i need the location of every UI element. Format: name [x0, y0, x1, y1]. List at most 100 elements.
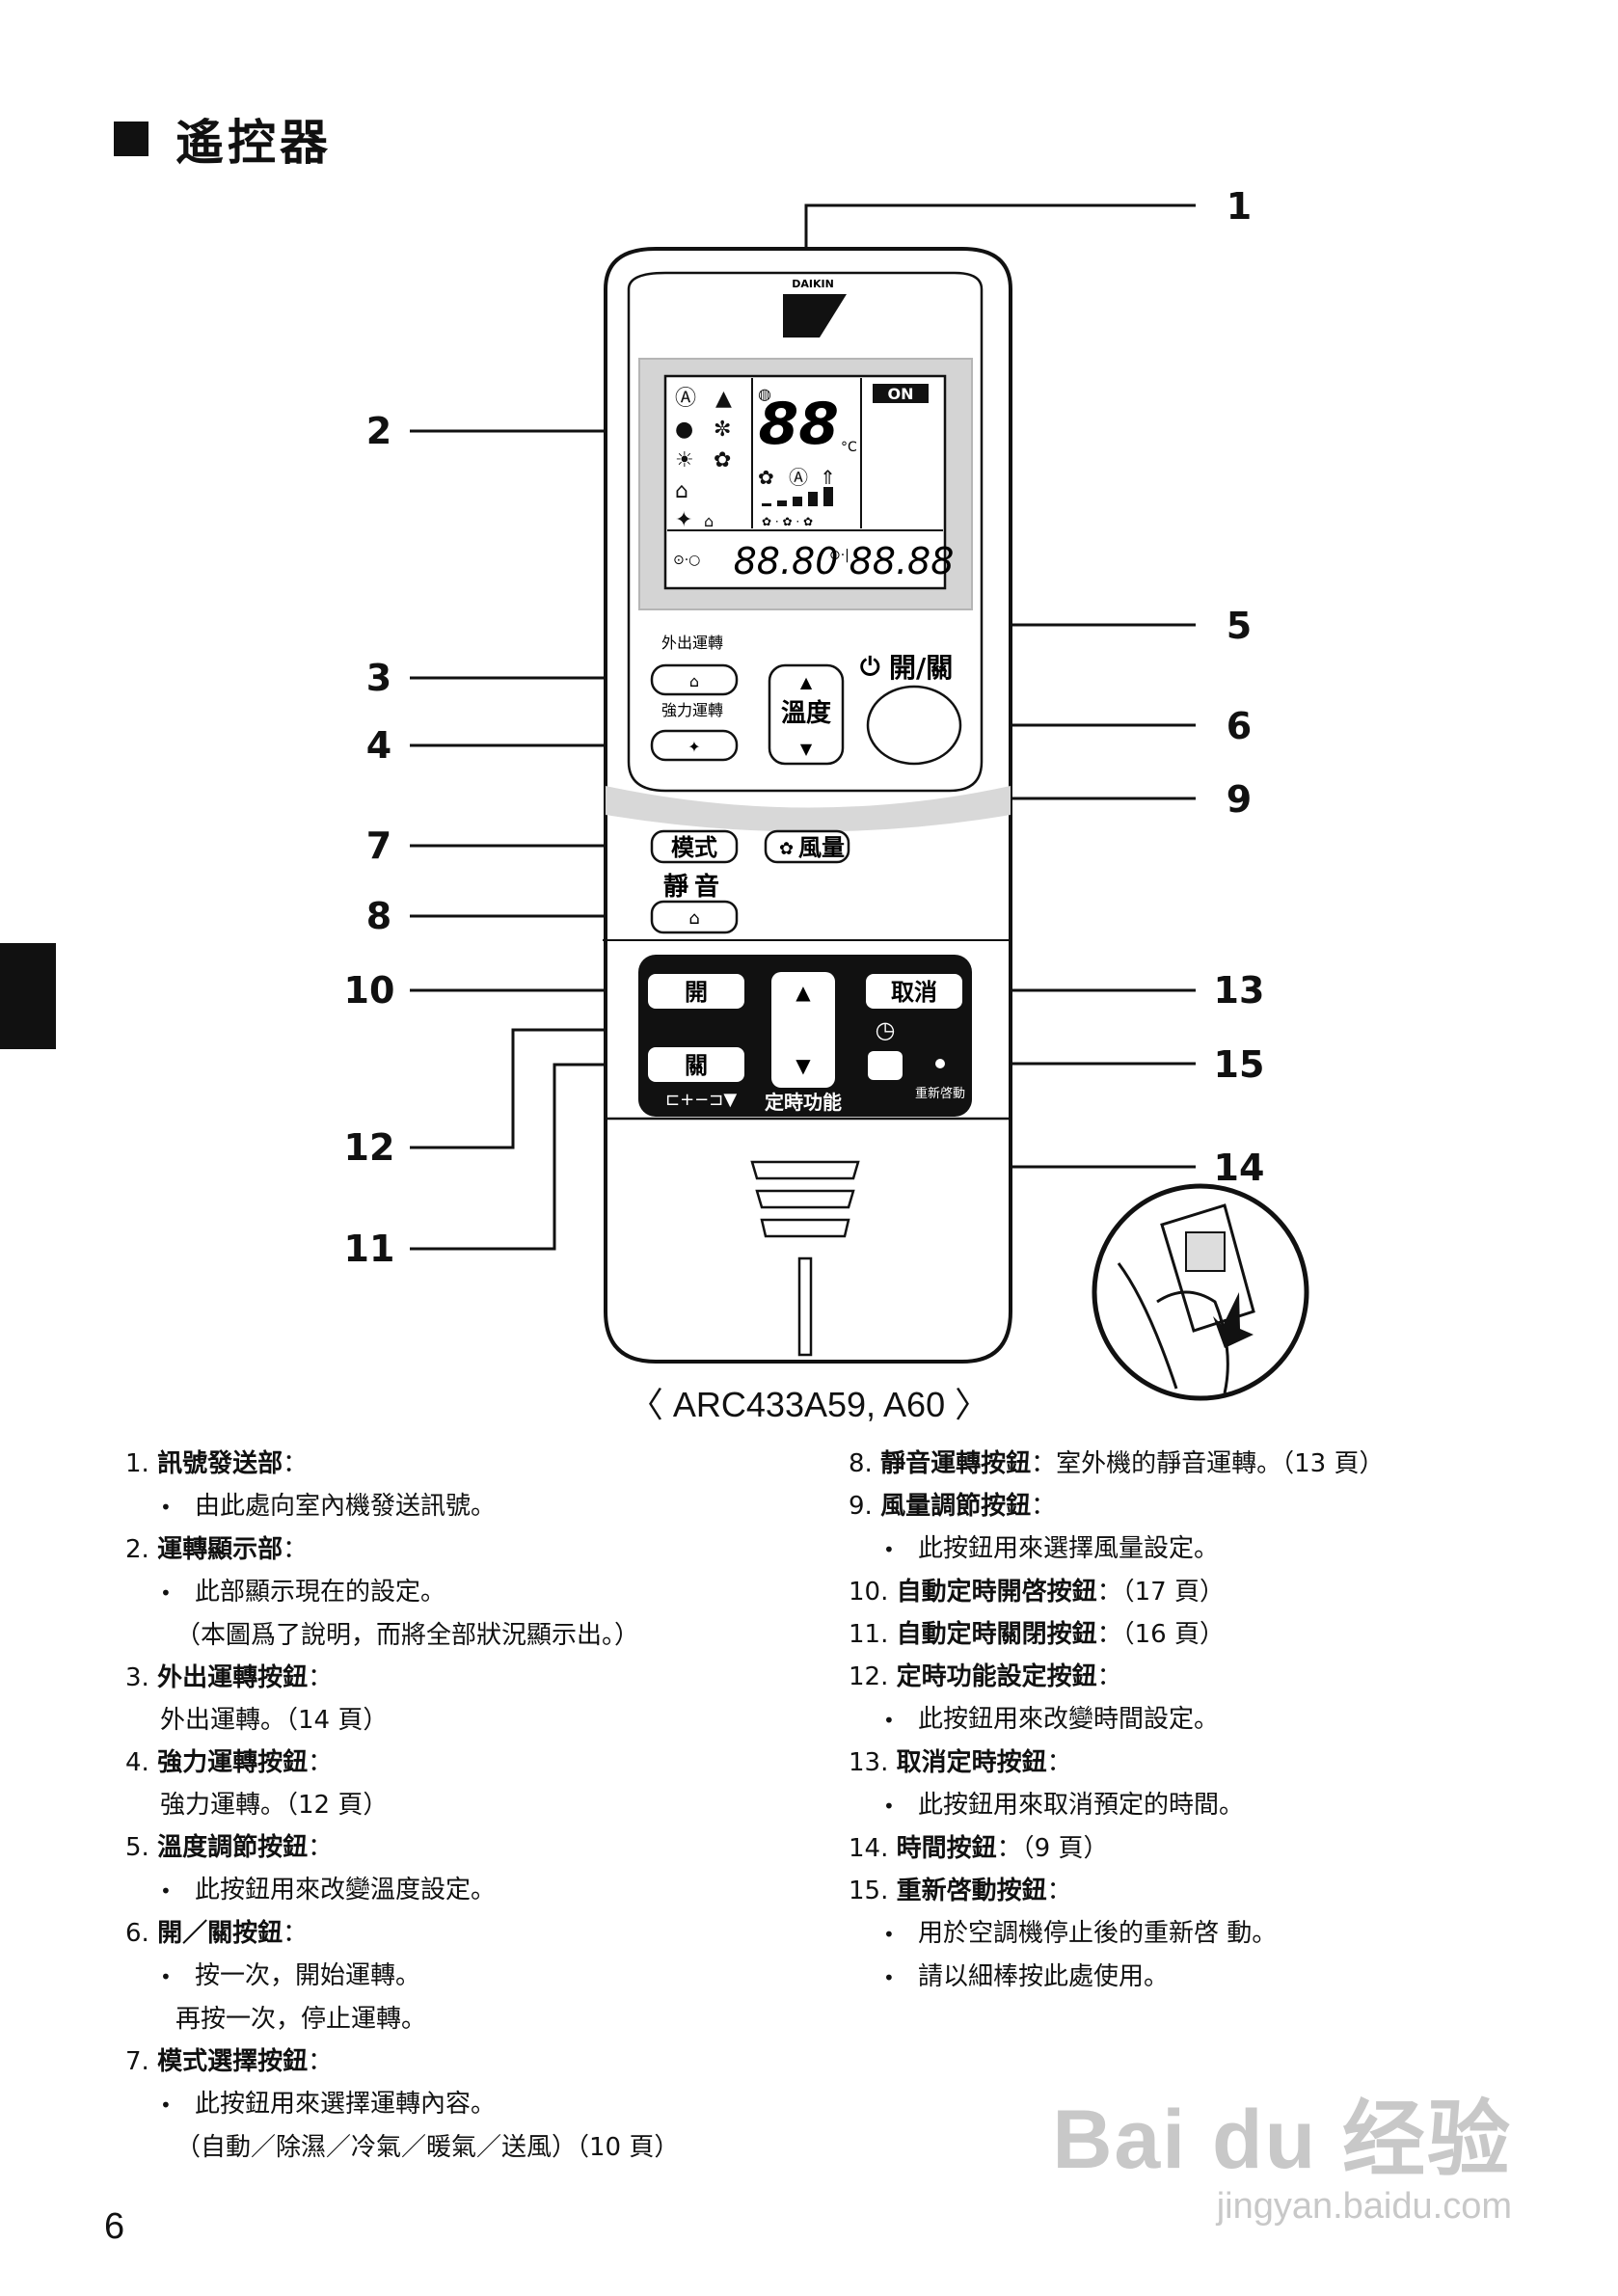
- item-number: 10.: [849, 1578, 889, 1607]
- heading-text: 遙控器: [175, 115, 332, 171]
- timer-off-button[interactable]: [648, 1047, 744, 1082]
- item-number: 7.: [125, 2047, 149, 2076]
- bullet-line: 此部顯示現在的設定。: [125, 1571, 858, 1614]
- item-number: 11.: [849, 1620, 889, 1649]
- heat-mode-icon: ☀: [675, 448, 694, 473]
- description-item: 13. 取消定時按鈕：: [849, 1742, 1524, 1784]
- detail-line: （自動／除濕／冷氣／暖氣／送風）（10 頁）: [175, 2133, 680, 2162]
- onoff-button[interactable]: [866, 685, 962, 766]
- timer-up-icon: ▲: [796, 981, 811, 1004]
- powerful-icon: ✦: [675, 508, 692, 532]
- item-number: 5.: [125, 1833, 149, 1862]
- item-suffix: ：室外機的靜音運轉。（13 頁）: [1031, 1449, 1385, 1478]
- chapter-tab: [0, 943, 56, 1049]
- svg-text:2: 2: [366, 410, 391, 452]
- on-badge: [873, 384, 929, 403]
- panel-gap-shade: [606, 786, 1011, 832]
- auto-mode-icon: Ⓐ: [675, 387, 696, 411]
- description-item: 1. 訊號發送部：: [125, 1443, 858, 1485]
- watermark-main: Bai du 经验: [1052, 2093, 1512, 2186]
- swing-icons: ✿ · ✿ · ✿: [762, 515, 813, 528]
- svg-text:7: 7: [366, 824, 391, 867]
- bullet-line: 按一次，開始運轉。: [125, 1955, 858, 1998]
- powerful-label: 強力運轉: [661, 701, 723, 719]
- description-item: 3. 外出運轉按鈕：: [125, 1657, 858, 1699]
- fan-mode-icon: ✿: [714, 448, 731, 473]
- clock-button[interactable]: [868, 1051, 903, 1080]
- description-item: 15. 重新啓動按鈕：: [849, 1870, 1524, 1912]
- quiet-button[interactable]: [650, 900, 739, 934]
- item-suffix: ：: [1096, 1662, 1122, 1691]
- bullet-line: 此按鈕用來改變溫度設定。: [125, 1869, 858, 1912]
- svg-text:12: 12: [344, 1126, 395, 1169]
- watermark-sub: jingyan.baidu.com: [1216, 2186, 1512, 2227]
- item-title: 自動定時關閉按鈕: [896, 1620, 1097, 1649]
- svg-text:關: 關: [685, 1052, 708, 1079]
- description-left: 1. 訊號發送部：由此處向室內機發送訊號。2. 運轉顯示部：此部顯示現在的設定。…: [125, 1443, 858, 2169]
- cool-mode-icon: ✼: [714, 418, 731, 442]
- powerful-button[interactable]: [650, 729, 739, 762]
- battery-icon: ⊏+−⊐▼: [665, 1090, 737, 1110]
- temp-label: 溫度: [781, 698, 831, 728]
- item-title: 自動定時開啓按鈕: [896, 1578, 1097, 1607]
- item-title: 定時功能設定按鈕: [896, 1662, 1097, 1691]
- item-suffix: ：（17 頁）: [1096, 1578, 1225, 1607]
- temp-rocker[interactable]: [768, 663, 845, 766]
- svg-text:開: 開: [685, 979, 708, 1006]
- remote-diagram: DAIKIN ON Ⓐ ▲ ● ✼ ☀ ✿ ⌂ ✦ ⌂ ◍ 88 °C ✿ Ⓐ …: [344, 185, 1309, 1401]
- clock-icon: ◷: [876, 1016, 896, 1043]
- item-suffix: ：: [283, 1449, 309, 1478]
- up-arrow-icon: ▲: [715, 387, 732, 411]
- item-title: 溫度調節按鈕: [157, 1833, 309, 1862]
- power-small-icon: ◍: [758, 385, 771, 403]
- description-item: 12. 定時功能設定按鈕：: [849, 1656, 1524, 1698]
- section-heading: 遙控器: [114, 104, 332, 174]
- item-suffix: ：: [308, 2047, 334, 2076]
- detail-line: （本圖爲了說明，而將全部狀況顯示出。）: [175, 1621, 640, 1650]
- timer-off-icon: ⊙·|: [829, 548, 849, 563]
- item-suffix: ：: [308, 1663, 334, 1692]
- svg-text:15: 15: [1214, 1043, 1265, 1086]
- watermark: Bai du 经验 jingyan.baidu.com: [1052, 2071, 1512, 2228]
- item-suffix: ：: [283, 1535, 309, 1564]
- timer-func-label: 定時功能: [765, 1091, 842, 1114]
- description-item: 14. 時間按鈕：（9 頁）: [849, 1827, 1524, 1870]
- bullet-line: 此按鈕用來選擇運轉內容。: [125, 2083, 858, 2126]
- dry-mode-icon: ●: [675, 418, 693, 442]
- outing-button[interactable]: [650, 663, 739, 696]
- timer-adjust-button[interactable]: [771, 972, 835, 1088]
- item-title: 模式選擇按鈕: [157, 2047, 309, 2076]
- svg-text:ON: ON: [888, 385, 914, 403]
- description-item: 7. 模式選擇按鈕：: [125, 2040, 858, 2083]
- timer-on-button[interactable]: [648, 974, 744, 1009]
- svg-text:4: 4: [366, 724, 391, 767]
- svg-text:8: 8: [366, 895, 391, 937]
- svg-text:模式: 模式: [671, 834, 717, 861]
- outing-label: 外出運轉: [661, 634, 723, 652]
- mode-button[interactable]: [650, 829, 739, 864]
- item-number: 3.: [125, 1663, 149, 1692]
- bullet-line: 用於空調機停止後的重新啓 動。: [849, 1912, 1524, 1956]
- item-title: 運轉顯示部: [157, 1535, 283, 1564]
- svg-text:6: 6: [1227, 705, 1252, 747]
- page-number: 6: [104, 2206, 125, 2247]
- description-item: 11. 自動定時關閉按鈕：（16 頁）: [849, 1613, 1524, 1656]
- description-right: 8. 靜音運轉按鈕：室外機的靜音運轉。（13 頁）9. 風量調節按鈕：此按鈕用來…: [849, 1443, 1524, 1999]
- square-bullet-icon: [114, 122, 148, 156]
- cancel-button[interactable]: [866, 974, 962, 1009]
- timer-left-digits: 88.80: [734, 540, 839, 582]
- quiet-icon: ⌂: [704, 512, 714, 530]
- svg-text:取消: 取消: [891, 979, 937, 1006]
- description-item: 4. 強力運轉按鈕：: [125, 1742, 858, 1784]
- temp-down-icon: ▼: [800, 740, 813, 758]
- item-suffix: ：: [1046, 1748, 1072, 1777]
- item-number: 4.: [125, 1748, 149, 1777]
- fan-button[interactable]: [764, 829, 850, 864]
- item-number: 6.: [125, 1919, 149, 1948]
- bullet-line: 請以細棒按此處使用。: [849, 1956, 1524, 1999]
- item-title: 靜音運轉按鈕: [880, 1449, 1032, 1478]
- reset-button[interactable]: [935, 1059, 945, 1068]
- svg-text:3: 3: [366, 657, 391, 699]
- display-lcd: [663, 374, 947, 590]
- item-title: 時間按鈕: [896, 1834, 997, 1863]
